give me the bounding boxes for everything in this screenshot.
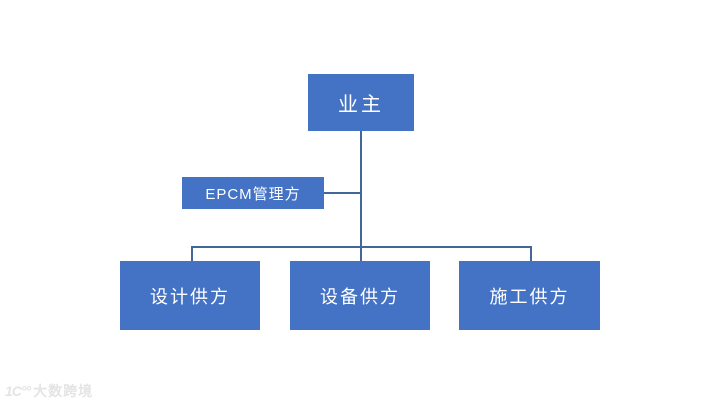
watermark-text: 大数跨境 <box>33 383 94 399</box>
connector-drop-design <box>191 246 193 261</box>
connector-owner-trunk <box>360 131 362 246</box>
node-design-supplier: 设计供方 <box>120 261 260 330</box>
connector-epcm-branch <box>324 192 360 194</box>
node-owner: 业主 <box>308 74 414 131</box>
node-design-label: 设计供方 <box>150 286 230 307</box>
node-construction-supplier: 施工供方 <box>459 261 600 330</box>
connector-drop-construction <box>530 246 532 261</box>
watermark-logo-icon: 1C°° <box>5 383 31 399</box>
node-epcm-manager: EPCM管理方 <box>182 177 324 209</box>
connector-drop-equipment <box>360 246 362 261</box>
node-epcm-label: EPCM管理方 <box>205 185 301 203</box>
watermark: 1C°° 大数跨境 <box>5 381 93 401</box>
node-owner-label: 业主 <box>338 94 384 116</box>
node-construction-label: 施工供方 <box>489 286 570 307</box>
node-equipment-label: 设备供方 <box>320 286 400 307</box>
node-equipment-supplier: 设备供方 <box>290 261 430 330</box>
